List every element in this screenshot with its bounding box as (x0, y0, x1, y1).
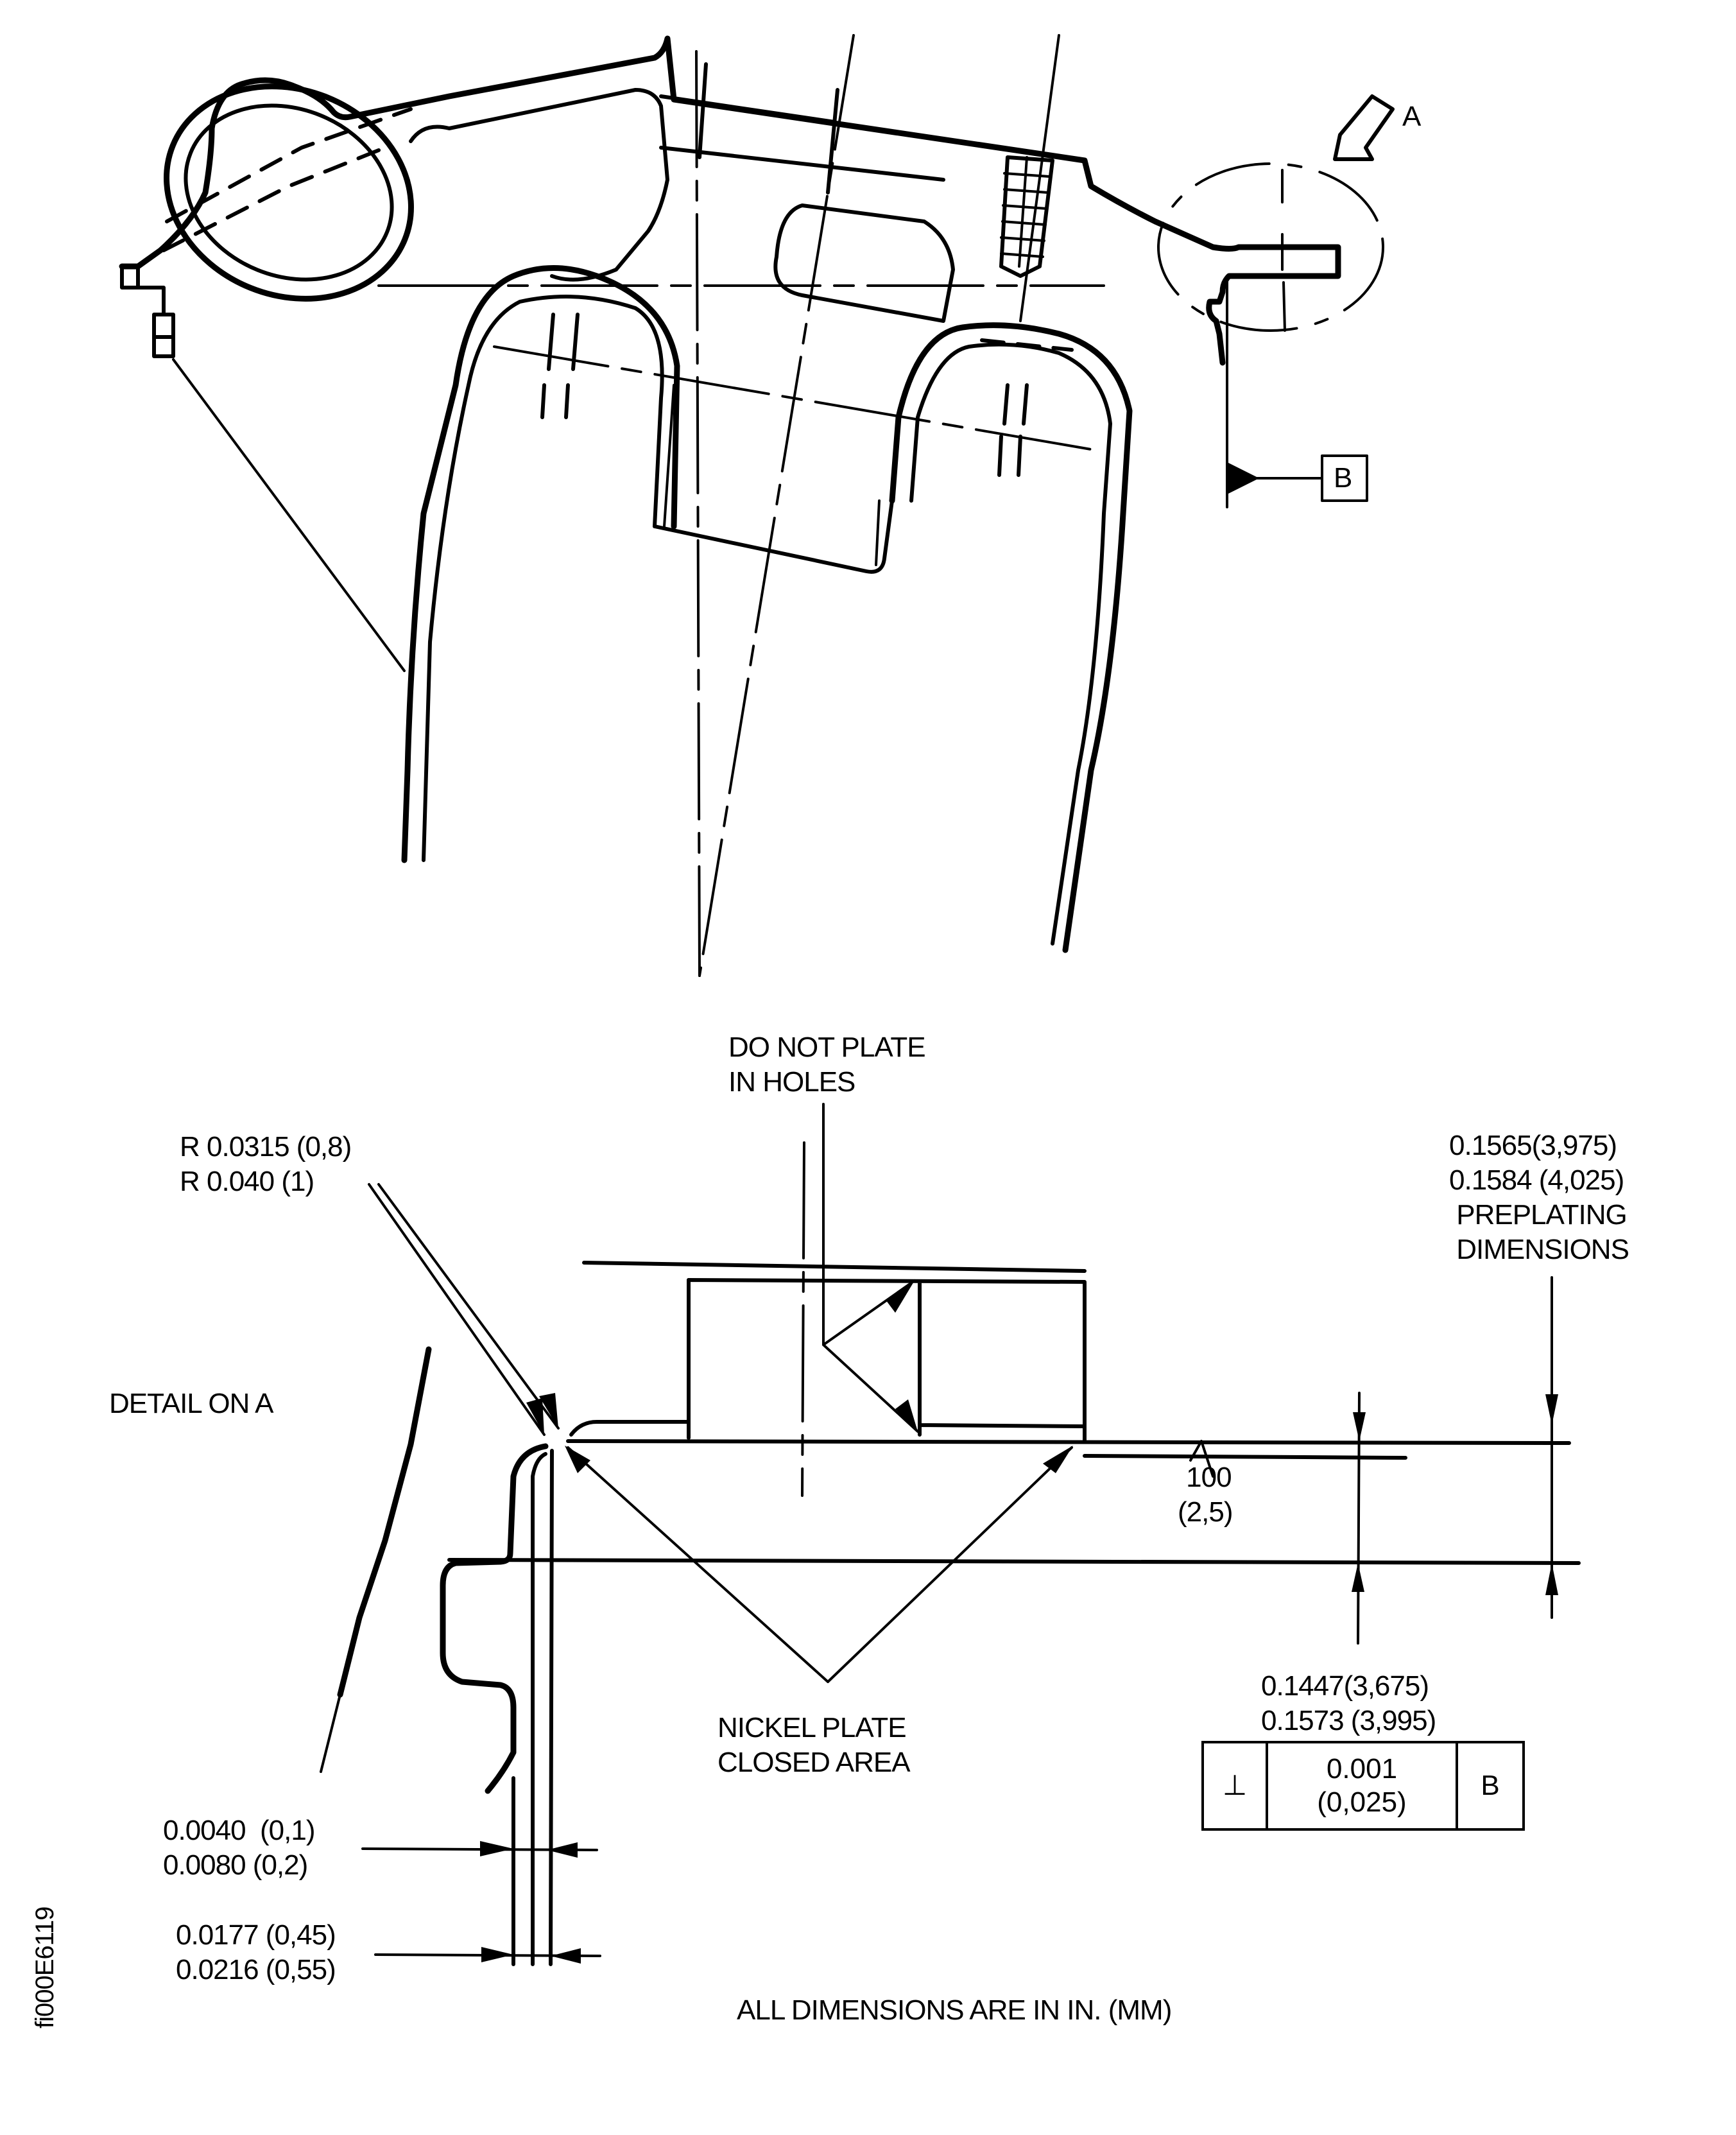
wall-thickness-dim: 0.0177 (0,45) 0.0216 (0,55) (176, 1918, 336, 1987)
wall-plating-line (531, 1452, 547, 1966)
nickel-line-1: NICKEL PLATE (718, 1712, 907, 1743)
detail-view (320, 1103, 1581, 1966)
casing-edge (337, 1346, 432, 1698)
left-blade-outer (401, 265, 680, 863)
detail-title: DETAIL ON A (109, 1388, 274, 1419)
tolerance-metric: (0,025) (1317, 1786, 1407, 1818)
do-not-plate-line-2: IN HOLES (728, 1066, 855, 1098)
center-block-inner (663, 384, 881, 566)
finish-ref-line (1083, 1454, 1407, 1460)
tolerance-value: 0.001 (1326, 1753, 1398, 1785)
plated-surface (566, 1439, 1571, 1445)
feature-control-frame: ⊥ 0.001 (0,025) B (1201, 1741, 1525, 1831)
nickel-leader (567, 1446, 1073, 1683)
hole-section (687, 1278, 1087, 1443)
hidden-bore (165, 107, 413, 223)
nickel-plate-note: NICKEL PLATE CLOSED AREA (718, 1711, 911, 1780)
height-dim-line-2: 0.1573 (3,995) (1261, 1705, 1436, 1736)
radius-arrow-icon (526, 1393, 558, 1435)
figure-id: fi000E6119 (31, 1906, 59, 2028)
center-line-tilted (493, 345, 1092, 451)
oval-passage (164, 83, 414, 302)
view-arrow-a-icon (1333, 94, 1395, 161)
insert-plate (659, 62, 945, 194)
plating-dim-line-2: 0.0080 (0,2) (163, 1849, 308, 1881)
do-not-plate-note: DO NOT PLATE IN HOLES (728, 1030, 926, 1100)
main-view (119, 34, 1395, 977)
surface-finish-icon (1189, 1440, 1214, 1478)
preplating-line-2: 0.1584 (4,025) (1449, 1164, 1624, 1196)
height-dim-label: 0.1447(3,675) 0.1573 (3,995) (1261, 1669, 1436, 1738)
wall-dim-line-1: 0.0177 (0,45) (176, 1919, 336, 1951)
preplating-note: 0.1565(3,975) 0.1584 (4,025) PREPLATING … (1449, 1128, 1629, 1267)
radius-note-line-2: R 0.040 (1) (180, 1166, 314, 1197)
datum-triangle-icon (1227, 462, 1259, 494)
center-line-vertical (695, 50, 701, 977)
plating-thickness-dim: 0.0040 (0,1) 0.0080 (0,2) (163, 1813, 315, 1883)
wall-dim-arrows-icon (481, 1947, 581, 1964)
center-line-bolt (1019, 34, 1060, 322)
preplating-line-1: 0.1565(3,975) (1449, 1130, 1617, 1161)
lower-reference-line (447, 1558, 1581, 1565)
datum-cell: B (1481, 1770, 1500, 1801)
detail-center-mark (1281, 169, 1286, 332)
radius-note: R 0.0315 (0,8) R 0.040 (1) (180, 1130, 352, 1199)
wall-dim-line-2: 0.0216 (0,55) (176, 1954, 336, 1985)
oval-passage-inner (184, 103, 394, 282)
datum-b-frame (1321, 454, 1368, 502)
view-arrow-label: A (1402, 101, 1421, 132)
surface-finish-label: 100 (2,5) (1178, 1460, 1233, 1530)
surface-finish-metric: (2,5) (1178, 1496, 1233, 1528)
plate-top-line (582, 1261, 1087, 1273)
preplating-line-4: DIMENSIONS (1456, 1234, 1629, 1265)
plating-dim-line-1: 0.0040 (0,1) (163, 1815, 315, 1846)
inner-pocket (773, 203, 955, 323)
center-line-slant (698, 34, 855, 977)
housing-outline (119, 35, 1341, 366)
hole-center-line (801, 1141, 805, 1497)
right-blade-inner (909, 342, 1112, 946)
wall-inner-line (549, 1449, 554, 1966)
nickel-line-2: CLOSED AREA (718, 1747, 911, 1778)
threaded-fastener (999, 155, 1054, 278)
wall-outer (440, 1443, 549, 1794)
hidden-pins-right (997, 383, 1029, 477)
surface-finish-value: 100 (1186, 1462, 1232, 1493)
units-note: ALL DIMENSIONS ARE IN IN. (MM) (737, 1994, 1172, 2026)
hidden-bore-2 (162, 146, 387, 252)
no-plate-leader (822, 1103, 919, 1433)
web-cavity (409, 88, 669, 282)
perpendicularity-icon: ⊥ (1204, 1743, 1268, 1828)
preplating-line-3: PREPLATING (1456, 1199, 1627, 1231)
nickel-arrow-icon (565, 1446, 1073, 1473)
left-lug (120, 264, 175, 358)
plating-dim-arrows-icon (480, 1841, 578, 1858)
left-blade-inner (422, 295, 664, 862)
datum-label: B (1334, 462, 1352, 494)
do-not-plate-line-1: DO NOT PLATE (728, 1032, 926, 1063)
hidden-pins-left (540, 313, 580, 419)
casing-edge-bottom (320, 1693, 341, 1773)
radius-note-line-1: R 0.0315 (0,8) (180, 1131, 352, 1163)
right-blade-outer (889, 322, 1133, 953)
radius-leader (368, 1183, 560, 1436)
detail-circle-a (1157, 162, 1384, 332)
no-plate-arrow-icon (886, 1281, 918, 1431)
height-dim-line-1: 0.1447(3,675) (1261, 1670, 1429, 1702)
preplate-surface (569, 1420, 691, 1437)
right-blade-dash (980, 338, 1074, 352)
lug-leader (172, 358, 406, 672)
center-block (653, 499, 894, 574)
tolerance-cell: 0.001 (0,025) (1268, 1743, 1458, 1828)
